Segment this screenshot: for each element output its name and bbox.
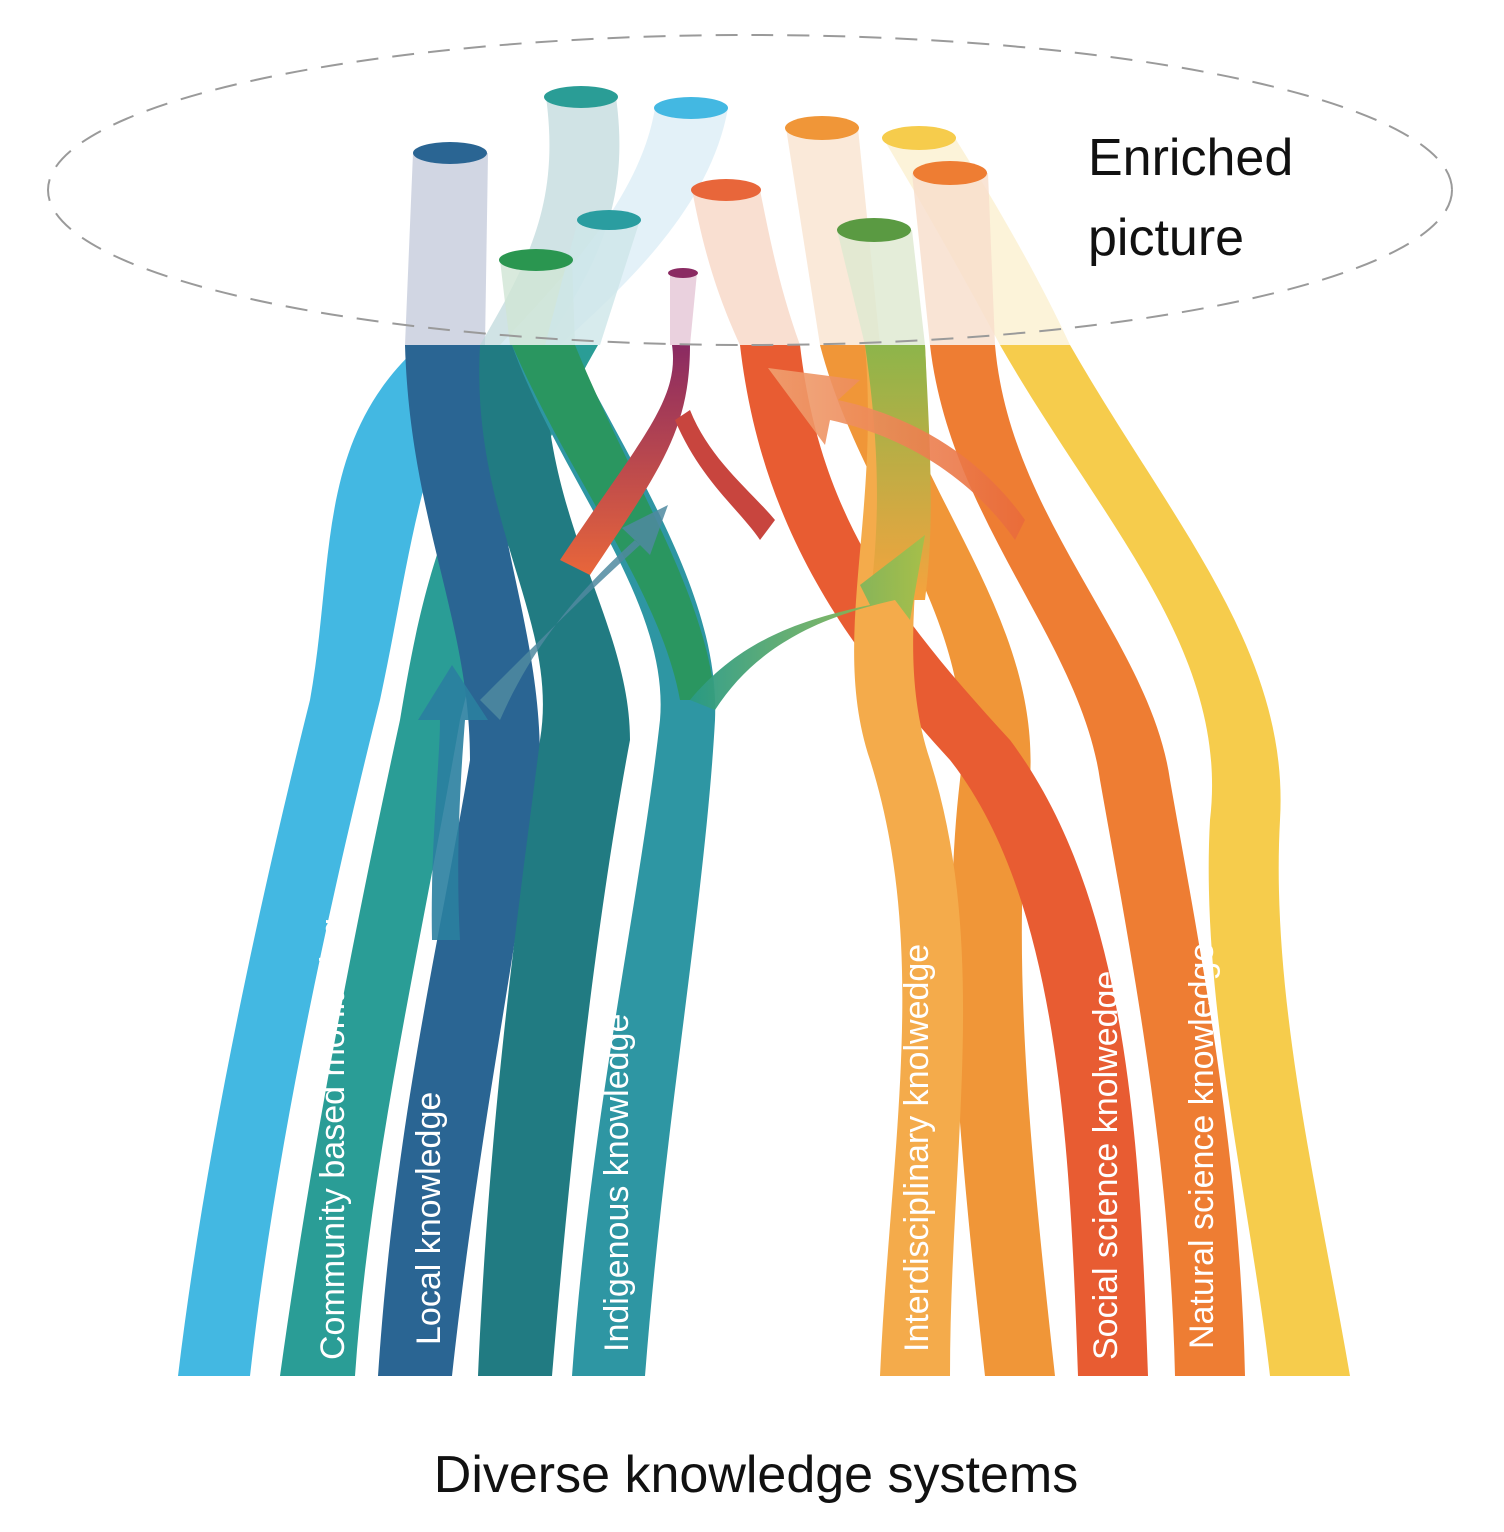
- cap-teal: [544, 86, 618, 108]
- cap-green-2: [837, 218, 911, 242]
- strand-label-local: Local knowledge: [410, 1092, 448, 1345]
- cap-orange-2: [913, 161, 987, 185]
- footer-title: Diverse knowledge systems: [434, 1446, 1078, 1504]
- strand-label-interdisciplinary: Interdisciplinary knolwedge: [898, 944, 936, 1352]
- cap-green: [499, 249, 573, 271]
- cap-sky-blue: [654, 97, 728, 119]
- strand-dark-orange: [820, 345, 1055, 1376]
- arrow-orange-upleft-icon: [768, 368, 1025, 540]
- strand-label-natural: Natural science knowledge: [1183, 943, 1221, 1349]
- flow-arrows: [418, 368, 1025, 940]
- enriched-label-line1: Enriched: [1088, 129, 1293, 187]
- strand-magenta: [560, 345, 690, 575]
- strands: [178, 345, 1350, 1376]
- strand-label-community: Community based monitoring: [314, 918, 352, 1360]
- cap-red-orange: [691, 179, 761, 201]
- strand-community: [280, 345, 598, 1376]
- strand-label-social: Social science knolwedge: [1087, 971, 1125, 1360]
- tube-caps: [413, 86, 987, 278]
- strand-social: [740, 345, 1148, 1376]
- strand-magenta-branch: [675, 410, 775, 540]
- strand-interdisciplinary-top: [865, 345, 931, 600]
- enriched-picture-ellipse: [47, 34, 1453, 346]
- cap-teal-2: [577, 210, 641, 230]
- strand-sky-blue: [178, 345, 485, 1376]
- strand-label-indigenous: Indigenous knowledge: [598, 1014, 636, 1352]
- strand-dark-teal: [478, 345, 630, 1376]
- arrow-local-up-icon: [418, 665, 488, 940]
- strand-yellow: [1000, 345, 1350, 1376]
- arrow-green-interdisciplinary-icon: [690, 535, 925, 710]
- cap-magenta: [668, 268, 698, 278]
- arrow-indigenous-diagonal-icon: [480, 505, 668, 720]
- strand-local: [378, 345, 540, 1376]
- cap-yellow: [882, 126, 956, 150]
- cap-orange: [785, 116, 859, 140]
- cap-dark-blue: [413, 142, 487, 164]
- enriched-tubes: [405, 97, 1070, 345]
- enriched-label-line2: picture: [1088, 209, 1244, 267]
- strand-natural: [930, 345, 1245, 1376]
